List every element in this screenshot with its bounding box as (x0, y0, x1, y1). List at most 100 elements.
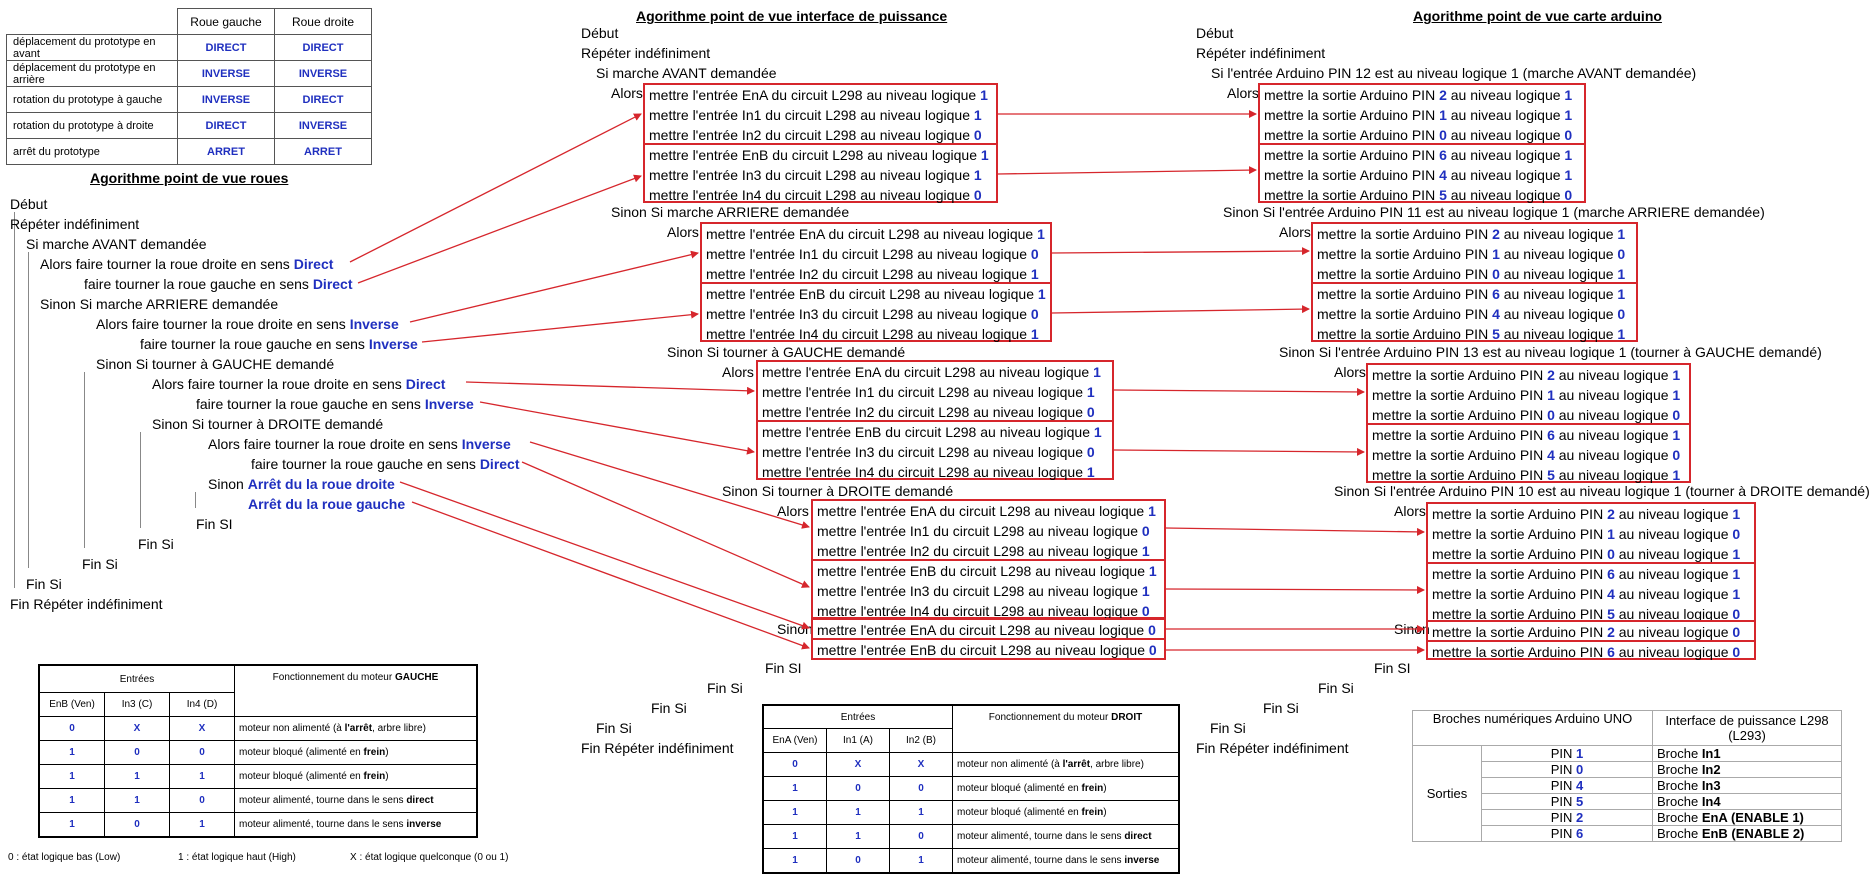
logic-value: 1 (1093, 424, 1102, 440)
legend-low: 0 : état logique bas (Low) (8, 852, 121, 863)
line-text: mettre l'entrée EnA du circuit L298 au n… (817, 622, 1149, 638)
arduino-block-droite: mettre la sortie Arduino PIN 2 au niveau… (1426, 502, 1756, 622)
arrow (997, 166, 1257, 175)
input-state: 1 (38, 788, 105, 813)
arrow (1051, 305, 1310, 314)
line-text: mettre la sortie Arduino PIN (1432, 526, 1608, 542)
indent-guide (14, 212, 15, 588)
arduino-line: mettre la sortie Arduino PIN 1 au niveau… (1317, 244, 1625, 264)
logic-value: 1 (1093, 364, 1101, 380)
line-text: mettre la sortie Arduino PIN (1432, 566, 1608, 582)
line-text: mettre l'entrée In2 du circuit L298 au n… (706, 266, 1031, 282)
power-line: mettre l'entrée In3 du circuit L298 au n… (649, 165, 982, 185)
logic-value: 0 (1672, 407, 1681, 423)
line-text: mettre la sortie Arduino PIN (1432, 624, 1608, 640)
input-state: 0 (826, 776, 890, 801)
logic-value: 1 (1030, 326, 1039, 342)
repeat: Répéter indéfiniment (10, 216, 140, 232)
cell-value: ARRET (177, 138, 275, 165)
end-repeat: Fin Répéter indéfiniment (1196, 740, 1349, 756)
input-state: X (104, 716, 170, 741)
table-row: déplacement du prototype en avant DIRECT… (6, 34, 372, 61)
cell-value: DIRECT (274, 86, 372, 113)
input-state: X (889, 752, 953, 777)
indent-guide (195, 492, 196, 508)
legend-high: 1 : état logique haut (High) (178, 852, 296, 863)
power-line: mettre l'entrée In1 du circuit L298 au n… (817, 521, 1150, 541)
pin-cell: PIN 1 (1481, 745, 1653, 762)
arduino-line: mettre la sortie Arduino PIN 2 au niveau… (1372, 365, 1680, 385)
logic-value: 1 (1564, 167, 1573, 183)
alors-label: Alors (1227, 85, 1259, 101)
if-avant: Si l'entrée Arduino PIN 12 est au niveau… (1211, 65, 1697, 81)
logic-value: 1 (1141, 543, 1150, 559)
alors-label: Alors (667, 224, 699, 240)
arduino-line: mettre la sortie Arduino PIN 4 au niveau… (1317, 304, 1625, 324)
logic-value: 1 (1617, 286, 1626, 302)
row-label: déplacement du prototype en avant (6, 34, 178, 61)
logic-value: 0 (1564, 187, 1573, 203)
line-text: mettre l'entrée In4 du circuit L298 au n… (649, 187, 974, 203)
input-state: 1 (889, 848, 953, 874)
row-label: rotation du prototype à droite (6, 112, 178, 139)
line-text: au niveau logique (1499, 306, 1618, 322)
else-stop-left: Arrêt du la roue gauche (248, 496, 406, 512)
input-state: 1 (38, 764, 105, 789)
logic-value: 1 (1141, 583, 1150, 599)
alors-label: Alors (1279, 224, 1311, 240)
broche-cell: Broche EnB (ENABLE 2) (1652, 825, 1842, 842)
logic-value: 0 (1148, 622, 1156, 638)
if-arriere: Sinon Si marche ARRIERE demandée (611, 204, 850, 220)
motor-left-table: Entrées Fonctionnement du moteur GAUCHE … (38, 664, 478, 838)
pin-cell: PIN 6 (1481, 825, 1653, 842)
block-separator (813, 559, 1164, 561)
line-text: au niveau logique (1499, 286, 1618, 302)
logic-value: 0 (1732, 606, 1741, 622)
end-if: Fin Si (707, 680, 743, 696)
block-separator (645, 143, 996, 145)
motor-behavior: moteur alimenté, tourne dans le sens dir… (952, 824, 1180, 849)
input-state: 1 (762, 824, 827, 849)
line-text: mettre l'entrée EnA du circuit L298 au n… (649, 87, 981, 103)
power-line: mettre l'entrée In2 du circuit L298 au n… (817, 541, 1150, 561)
power-line: mettre l'entrée In1 du circuit L298 au n… (706, 244, 1039, 264)
then-left-wheel: faire tourner la roue gauche en sens Dir… (251, 456, 520, 472)
indent-guide (28, 252, 29, 568)
table-row: arrêt du prototype ARRET ARRET (6, 138, 372, 165)
line-text: au niveau logique (1554, 387, 1673, 403)
pin-number: 4 (1607, 586, 1615, 602)
line-text: mettre la sortie Arduino PIN (1264, 107, 1440, 123)
block-separator (1313, 282, 1636, 284)
pin-number: 5 (1547, 467, 1555, 483)
end-if: Fin Si (596, 720, 632, 736)
logic-value: 1 (973, 107, 982, 123)
arduino-line: mettre la sortie Arduino PIN 0 au niveau… (1317, 264, 1625, 284)
logic-value: 1 (1148, 503, 1156, 519)
pin-number: 2 (1439, 87, 1447, 103)
row-label: déplacement du prototype en arrière (6, 60, 178, 87)
input-state: 0 (169, 788, 235, 813)
table-row: déplacement du prototype en arrière INVE… (6, 60, 372, 87)
line-text: au niveau logique (1614, 606, 1733, 622)
fonct-header: Fonctionnement du moteur DROIT (952, 704, 1180, 753)
input-state: 1 (38, 740, 105, 765)
line-text: mettre l'entrée In2 du circuit L298 au n… (762, 404, 1087, 420)
input-state: 1 (762, 800, 827, 825)
logic-value: 1 (1030, 266, 1039, 282)
power-line: mettre l'entrée EnA du circuit L298 au n… (649, 85, 988, 105)
if-avant: Si marche AVANT demandée (26, 236, 207, 252)
pin-number: 4 (1439, 167, 1447, 183)
cell-value: ARRET (274, 138, 372, 165)
pins-header-l298: Interface de puissance L298 (L293) (1652, 710, 1842, 746)
end-if: Fin Si (651, 700, 687, 716)
line-text: mettre la sortie Arduino PIN (1372, 387, 1548, 403)
sinon-label: Sinon (1394, 621, 1430, 637)
power-line: mettre l'entrée EnA du circuit L298 au n… (817, 620, 1156, 640)
arduino-line: mettre la sortie Arduino PIN 6 au niveau… (1264, 145, 1572, 165)
line-text: mettre l'entrée EnB du circuit L298 au n… (649, 147, 981, 163)
pin-number: 6 (1607, 644, 1615, 660)
